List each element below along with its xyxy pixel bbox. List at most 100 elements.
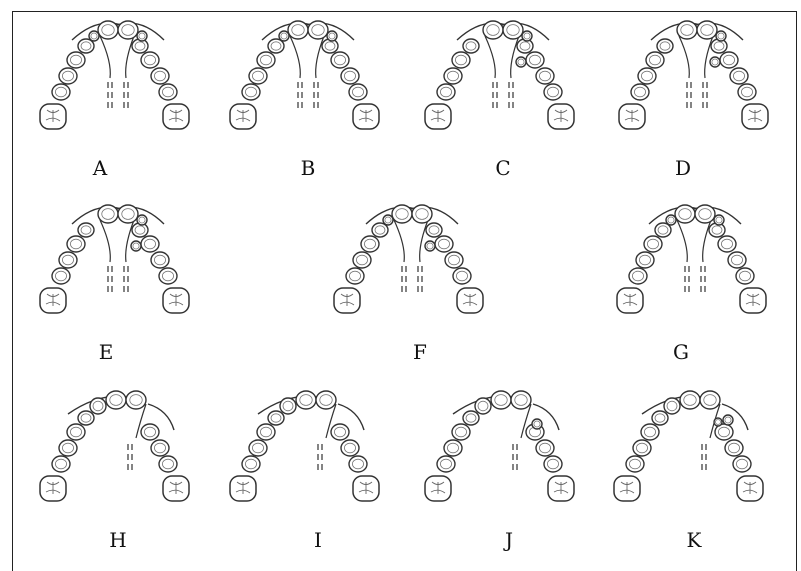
premolar-left (257, 424, 275, 440)
cleft-line-left (485, 36, 495, 78)
cleft-line-left (290, 36, 300, 78)
dental-arch-diagram (218, 390, 398, 518)
canine-left (652, 411, 668, 425)
central-incisor-right (503, 21, 523, 39)
suture-marks-left (108, 82, 112, 108)
premolar-left (361, 236, 379, 252)
premolar-right (159, 84, 177, 100)
premolar-left (638, 68, 656, 84)
central-incisor-left (98, 205, 118, 223)
premolar-right (159, 456, 177, 472)
panel-label: A (10, 156, 190, 180)
premolar-left (59, 252, 77, 268)
suture-marks-left (493, 82, 497, 108)
central-incisor-left (98, 21, 118, 39)
canine-left (463, 411, 479, 425)
central-incisor-right (697, 21, 717, 39)
premolar-left (59, 68, 77, 84)
premolar-left (636, 252, 654, 268)
suture-marks-right (418, 266, 422, 292)
premolar-right (730, 68, 748, 84)
central-incisor-left (677, 21, 697, 39)
dental-arch-panel-g: G (605, 202, 785, 362)
panel-label: J (419, 528, 599, 552)
central-incisor-right (118, 21, 138, 39)
suture-marks-left (685, 266, 689, 292)
central-incisor-right (126, 391, 146, 409)
premolar-left (67, 424, 85, 440)
panel-label: D (593, 156, 773, 180)
premolar-right (725, 440, 743, 456)
premolar-left (242, 84, 260, 100)
dental-arch-diagram (28, 18, 208, 146)
premolar-right (341, 68, 359, 84)
central-incisor-left (392, 205, 412, 223)
premolar-left (257, 52, 275, 68)
premolar-right (141, 236, 159, 252)
dental-arch-diagram (322, 202, 502, 330)
premolar-right (536, 68, 554, 84)
suture-marks-right (703, 82, 707, 108)
suture-marks-right (701, 266, 705, 292)
canine-left (463, 39, 479, 53)
premolar-right (544, 84, 562, 100)
central-incisor-left (296, 391, 316, 409)
premolar-right (141, 424, 159, 440)
panel-label: F (330, 340, 510, 364)
premolar-left (437, 84, 455, 100)
dental-arch-diagram (413, 18, 593, 146)
premolar-right (718, 236, 736, 252)
suture-marks-right (509, 82, 513, 108)
premolar-left (633, 440, 651, 456)
premolar-left (59, 440, 77, 456)
dental-arch-panel-f: F (322, 202, 502, 362)
central-incisor-right (511, 391, 531, 409)
premolar-right (544, 456, 562, 472)
central-incisor-left (675, 205, 695, 223)
panel-label: B (218, 156, 398, 180)
dental-arch-diagram (602, 390, 782, 518)
premolar-left (644, 236, 662, 252)
suture-marks-left (298, 82, 302, 108)
lateral-incisor-left (280, 398, 296, 414)
premolar-left (444, 68, 462, 84)
premolar-left (646, 52, 664, 68)
canine-left (657, 39, 673, 53)
dental-arch-diagram (413, 390, 593, 518)
central-incisor-right (118, 205, 138, 223)
dental-arch-panel-i: I (218, 390, 398, 550)
premolar-right (526, 52, 544, 68)
dental-arch-diagram (605, 202, 785, 330)
suture-marks-left (402, 266, 406, 292)
canine-left (78, 411, 94, 425)
premolar-left (52, 456, 70, 472)
dental-arch-diagram (28, 202, 208, 330)
premolar-left (629, 268, 647, 284)
central-incisor-left (680, 391, 700, 409)
premolar-left (452, 424, 470, 440)
premolar-left (641, 424, 659, 440)
premolar-left (249, 440, 267, 456)
premolar-right (151, 68, 169, 84)
dental-arch-panel-k: K (602, 390, 782, 550)
dental-arch-panel-h: H (28, 390, 208, 550)
premolar-right (738, 84, 756, 100)
central-incisor-right (308, 21, 328, 39)
dental-arch-diagram (607, 18, 787, 146)
dental-arch-panel-e: E (28, 202, 208, 362)
premolar-right (331, 424, 349, 440)
premolar-right (159, 268, 177, 284)
cleft-line-left (394, 220, 404, 262)
central-incisor-left (288, 21, 308, 39)
panel-label: K (604, 528, 784, 552)
premolar-left (242, 456, 260, 472)
premolar-left (437, 456, 455, 472)
premolar-left (67, 52, 85, 68)
premolar-right (435, 236, 453, 252)
suture-marks (318, 444, 322, 470)
panel-label: C (413, 156, 593, 180)
dental-arch-diagram (28, 390, 208, 518)
premolar-right (720, 52, 738, 68)
panel-label: E (16, 340, 196, 364)
premolar-left (67, 236, 85, 252)
